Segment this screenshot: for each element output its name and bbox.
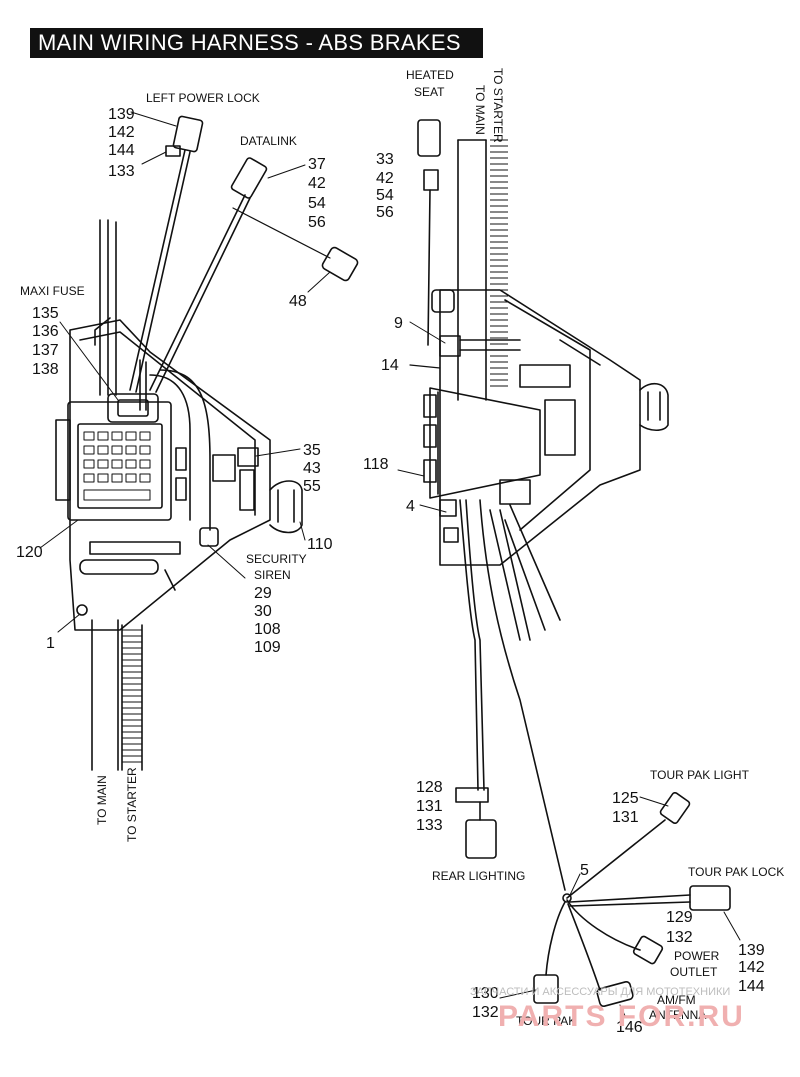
callout-number: 56 xyxy=(308,214,326,231)
callout-number: 9 xyxy=(394,315,403,332)
callout-number: 137 xyxy=(32,342,59,359)
tour-pak-connector xyxy=(533,974,559,1004)
callout-number: 144 xyxy=(108,142,135,159)
am-fm-antenna-label: ANTENNA xyxy=(649,1008,706,1022)
callout-number: 138 xyxy=(32,361,59,378)
callout-number: 132 xyxy=(472,1004,499,1021)
callout-number: 146 xyxy=(616,1019,643,1036)
callout-number: 135 xyxy=(32,305,59,322)
rear-lighting-connector xyxy=(465,819,497,859)
callout-number: 130 xyxy=(472,985,499,1002)
callout-number: 142 xyxy=(738,959,765,976)
left-bracket xyxy=(69,319,271,631)
callout-number: 125 xyxy=(612,790,639,807)
security-siren-label: SECURITY xyxy=(246,552,307,566)
heated-seat-label: HEATED xyxy=(406,68,454,82)
power-outlet-label: POWER xyxy=(674,949,720,963)
right-bracket xyxy=(439,289,641,566)
callout-number: 139 xyxy=(108,106,135,123)
callout-number: 42 xyxy=(308,175,326,192)
tour-pak-label: TOUR PAK xyxy=(516,1014,576,1028)
callout-number: 4 xyxy=(406,498,415,515)
datalink-connector xyxy=(230,157,268,199)
callout-number: 29 xyxy=(254,585,272,602)
callout-number: 109 xyxy=(254,639,281,656)
tour-pak-lock-connector xyxy=(689,885,731,911)
to-main-label-right: TO MAIN xyxy=(473,85,487,135)
callout-number: 132 xyxy=(666,929,693,946)
tour-pak-lock-label: TOUR PAK LOCK xyxy=(688,865,784,879)
callout-number: 133 xyxy=(416,817,443,834)
am-fm-antenna-connector xyxy=(596,981,634,1007)
to-main-label-left: TO MAIN xyxy=(95,775,109,825)
callout-number: 48 xyxy=(289,293,307,310)
callout-number: 30 xyxy=(254,603,272,620)
callout-number: 55 xyxy=(303,478,321,495)
watermark-line-2: PARTS FOR.RU xyxy=(498,1000,745,1033)
callout-number: 56 xyxy=(376,204,394,221)
callout-number: 37 xyxy=(308,156,326,173)
datalink-label: DATALINK xyxy=(240,134,297,148)
callout-number: 144 xyxy=(738,978,765,995)
to-starter-label-right: TO STARTER xyxy=(491,68,505,143)
security-siren-label: SIREN xyxy=(254,568,291,582)
left-power-lock-connector xyxy=(172,115,204,153)
callout-number: 139 xyxy=(738,942,765,959)
callout-number: 54 xyxy=(376,187,394,204)
callout-number: 131 xyxy=(612,809,639,826)
heated-seat-connector xyxy=(417,119,441,157)
callout-number: 33 xyxy=(376,151,394,168)
node-5 xyxy=(562,893,572,903)
callout-number: 120 xyxy=(16,544,43,561)
callout-number: 142 xyxy=(108,124,135,141)
heated-seat-label: SEAT xyxy=(414,85,445,99)
callout-number: 5 xyxy=(580,862,589,879)
power-outlet-label: OUTLET xyxy=(670,965,718,979)
to-starter-label-left: TO STARTER xyxy=(125,767,139,842)
callout-number: 131 xyxy=(416,798,443,815)
diagram-title: MAIN WIRING HARNESS - ABS BRAKES xyxy=(30,28,483,58)
callout-number: 133 xyxy=(108,163,135,180)
callout-number: 42 xyxy=(376,170,394,187)
fuse-box xyxy=(67,401,172,521)
maxi-fuse-label: MAXI FUSE xyxy=(20,284,85,298)
connector-48 xyxy=(321,246,359,282)
am-fm-antenna-label: AM/FM xyxy=(657,993,696,1007)
watermark-line-1: ЗАПЧАСТИ И АКСЕССУАРЫ ДЛЯ МОТОТЕХНИКИ xyxy=(470,986,730,998)
callout-number: 1 xyxy=(46,635,55,652)
power-outlet-connector xyxy=(632,935,664,965)
callout-number: 118 xyxy=(363,456,389,473)
callout-number: 54 xyxy=(308,195,326,212)
callout-number: 136 xyxy=(32,323,59,340)
callout-number: 43 xyxy=(303,460,321,477)
clamp-110 xyxy=(269,480,303,534)
tour-pak-light-connector xyxy=(659,791,691,825)
callout-number: 128 xyxy=(416,779,443,796)
callout-number: 35 xyxy=(303,442,321,459)
callout-number: 108 xyxy=(254,621,281,638)
callout-number: 129 xyxy=(666,909,693,926)
callout-number: 110 xyxy=(307,536,333,553)
maxi-fuse xyxy=(107,393,159,423)
rear-lighting-label: REAR LIGHTING xyxy=(432,869,525,883)
callout-number: 14 xyxy=(381,357,399,374)
left-power-lock-label: LEFT POWER LOCK xyxy=(146,91,260,105)
junction-block-118 xyxy=(429,387,541,499)
tour-pak-light-label: TOUR PAK LIGHT xyxy=(650,768,750,782)
